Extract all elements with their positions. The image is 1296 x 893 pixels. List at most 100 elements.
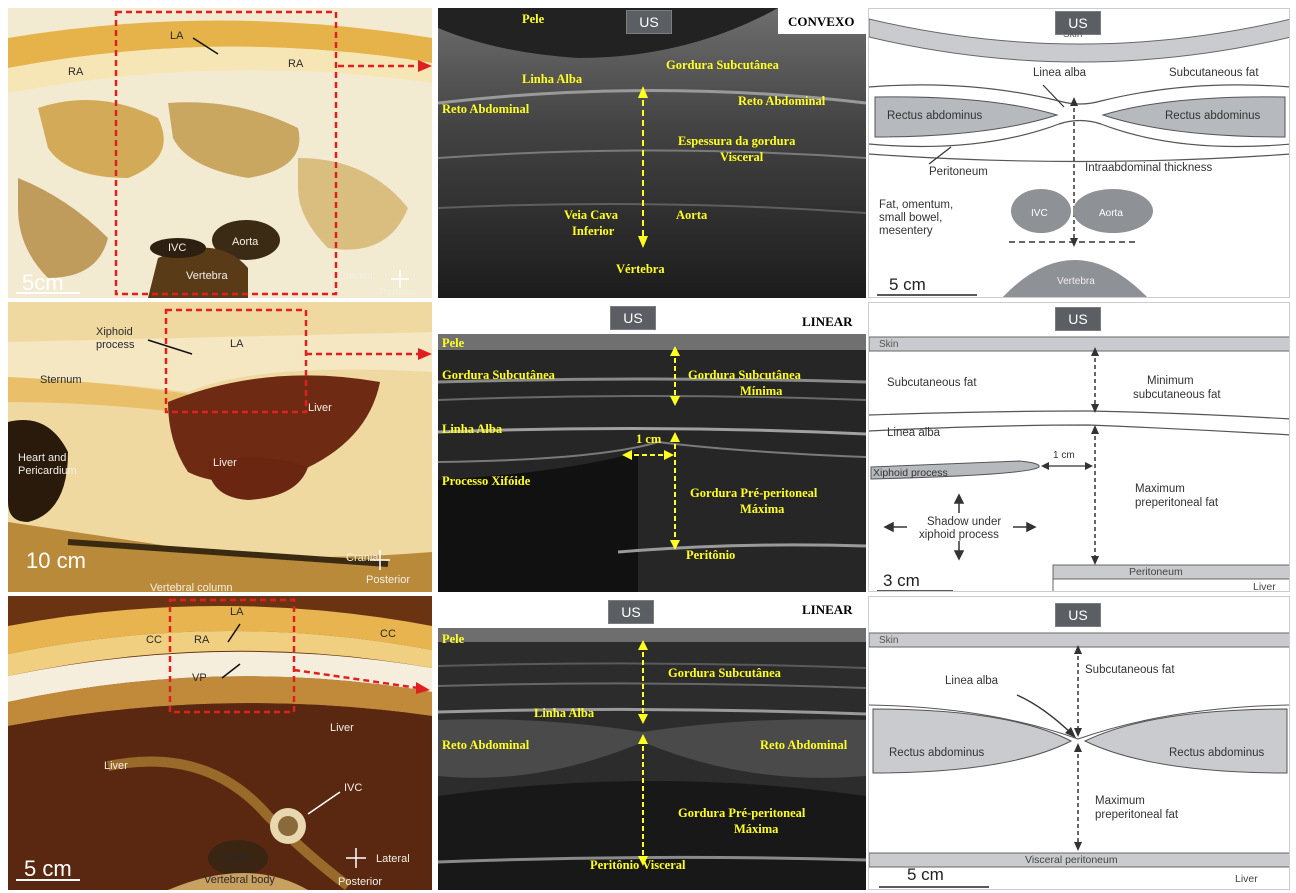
anatomy-panel-3: LA CC RA CC VP Liver Liver IVC Aorta Lat… xyxy=(8,596,432,890)
label-linea-alba: Linea alba xyxy=(1033,67,1086,80)
label-cranial: Cranial xyxy=(338,270,373,282)
label-gordura-minima-2: Mínima xyxy=(740,384,782,398)
scale-label: 3 cm xyxy=(883,571,920,591)
label-vertebral-column: Vertebral column xyxy=(150,582,233,592)
label-espessura-1: Espessura da gordura xyxy=(678,134,795,148)
label-subcutaneous-fat: Subcutaneous fat xyxy=(887,377,977,390)
anatomy-section-image-3 xyxy=(8,596,432,890)
label-shadow-2: xiphoid process xyxy=(919,529,999,542)
label-rectus-right: Rectus abdominus xyxy=(1169,747,1264,760)
ultrasound-panel-1: US CONVEXO Pele Gordura Subcutânea Linha… xyxy=(438,8,866,298)
label-cc-left: CC xyxy=(146,634,162,646)
label-xiphoid-1: Xiphoid xyxy=(96,326,133,338)
label-skin: Skin xyxy=(1063,28,1082,41)
anatomy-panel-2: Xiphoid process LA Sternum Liver Liver H… xyxy=(8,302,432,592)
label-maximum-2: preperitoneal fat xyxy=(1135,497,1218,510)
diagram-panel-2: US Skin Subcutaneous fat Minimum subcuta… xyxy=(868,302,1290,592)
label-maximum-1: Maximum xyxy=(1135,483,1185,496)
label-la: LA xyxy=(230,338,243,350)
label-ra-left: RA xyxy=(68,66,83,78)
label-la: LA xyxy=(230,606,243,618)
label-visceral-peritoneum: Visceral peritoneum xyxy=(1025,854,1118,867)
label-linha-alba: Linha Alba xyxy=(522,72,582,86)
label-minimum-2: subcutaneous fat xyxy=(1133,389,1221,402)
label-la: LA xyxy=(170,30,183,42)
label-cc-right: CC xyxy=(380,628,396,640)
label-posterior: Posterior xyxy=(366,574,410,586)
ultrasound-image-2 xyxy=(438,302,866,592)
transducer-mode: LINEAR xyxy=(802,602,853,618)
label-posterior: Posterior xyxy=(380,286,416,298)
label-espessura-2: Visceral xyxy=(720,150,763,164)
diagram-panel-3: US Skin Subcutaneous fat Linea alba Rect… xyxy=(868,596,1290,890)
label-pre-peritoneal-1: Gordura Pré-peritoneal xyxy=(690,486,817,500)
label-liver: Liver xyxy=(1253,581,1276,592)
label-ra: RA xyxy=(194,634,209,646)
label-ivc: IVC xyxy=(1031,207,1048,220)
label-liver: Liver xyxy=(1235,873,1258,886)
label-liver-1: Liver xyxy=(308,402,332,414)
label-xiphoid-2: process xyxy=(96,339,135,351)
label-xiphoid-process: Xiphoid process xyxy=(873,467,948,480)
label-peritoneum: Peritoneum xyxy=(1129,566,1183,579)
us-tag: US xyxy=(610,306,656,330)
ultrasound-panel-3: US LINEAR Pele Gordura Subcutânea Linha … xyxy=(438,596,866,890)
scale-label: 10 cm xyxy=(26,548,86,574)
label-lateral: Lateral xyxy=(376,853,410,865)
label-maximum-1: Maximum xyxy=(1095,795,1145,808)
label-linha-alba: Linha Alba xyxy=(534,706,594,720)
label-sternum: Sternum xyxy=(40,374,82,386)
label-heart-2: Pericardium xyxy=(18,465,77,477)
label-vertebra: Vertebra xyxy=(1057,275,1095,288)
transducer-mode: CONVEXO xyxy=(788,14,854,30)
label-cranial: Cranial xyxy=(346,552,381,564)
label-liver-2: Liver xyxy=(104,760,128,772)
label-intraabdominal-thickness: Intraabdominal thickness xyxy=(1085,162,1212,175)
diagram-image-2 xyxy=(869,303,1290,592)
ultrasound-image-1 xyxy=(438,8,866,298)
label-liver-1: Liver xyxy=(330,722,354,734)
diagram-image-3 xyxy=(869,597,1290,890)
label-processo-xifoide: Processo Xifóide xyxy=(442,474,530,488)
label-linha-alba: Linha Alba xyxy=(442,422,502,436)
diagram-image-1 xyxy=(869,9,1290,298)
label-maximum-2: preperitoneal fat xyxy=(1095,809,1178,822)
label-reto-left: Reto Abdominal xyxy=(442,738,529,752)
label-peritonio: Peritônio xyxy=(686,548,735,562)
label-posterior: Posterior xyxy=(338,876,382,888)
anatomy-section-image-1 xyxy=(8,8,432,298)
label-minimum-1: Minimum xyxy=(1147,375,1194,388)
anatomy-panel-1: LA RA RA IVC Aorta Vertebra Cranial Post… xyxy=(8,8,432,298)
scale-label: 5cm xyxy=(22,270,64,296)
label-aorta: Aorta xyxy=(232,236,258,248)
label-gordura-minima-1: Gordura Subcutânea xyxy=(688,368,801,382)
ultrasound-panel-2: US LINEAR Pele Gordura Subcutânea Gordur… xyxy=(438,302,866,592)
label-veia-2: Inferior xyxy=(572,224,614,238)
label-pele: Pele xyxy=(522,12,544,26)
diagram-panel-1: US Skin Linea alba Subcutaneous fat Rect… xyxy=(868,8,1290,298)
label-vertebra: Vértebra xyxy=(616,262,665,276)
scale-label: 5 cm xyxy=(907,865,944,885)
label-gordura-subcutanea: Gordura Subcutânea xyxy=(668,666,781,680)
label-one-cm: 1 cm xyxy=(636,432,661,446)
label-heart-1: Heart and xyxy=(18,452,66,464)
label-one-cm: 1 cm xyxy=(1053,449,1075,462)
label-peritonio-visceral: Peritônio Visceral xyxy=(590,858,685,872)
label-reto-left: Reto Abdominal xyxy=(442,102,529,116)
label-aorta: Aorta xyxy=(1099,207,1123,220)
us-tag: US xyxy=(1055,307,1101,331)
label-linea-alba: Linea alba xyxy=(945,675,998,688)
label-rectus-right: Rectus abdominus xyxy=(1165,110,1260,123)
label-skin: Skin xyxy=(879,634,898,647)
label-aorta: Aorta xyxy=(222,852,248,864)
label-vertebral-body: Vertebral body xyxy=(204,874,275,886)
label-pre-peritoneal-1: Gordura Pré-peritoneal xyxy=(678,806,805,820)
label-linea-alba: Linea alba xyxy=(887,427,940,440)
label-subcutaneous-fat: Subcutaneous fat xyxy=(1169,67,1259,80)
label-pele: Pele xyxy=(442,632,464,646)
label-aorta: Aorta xyxy=(676,208,707,222)
us-tag: US xyxy=(626,10,672,34)
label-reto-right: Reto Abdominal xyxy=(760,738,847,752)
us-tag: US xyxy=(608,600,654,624)
label-vp: VP xyxy=(192,672,207,684)
